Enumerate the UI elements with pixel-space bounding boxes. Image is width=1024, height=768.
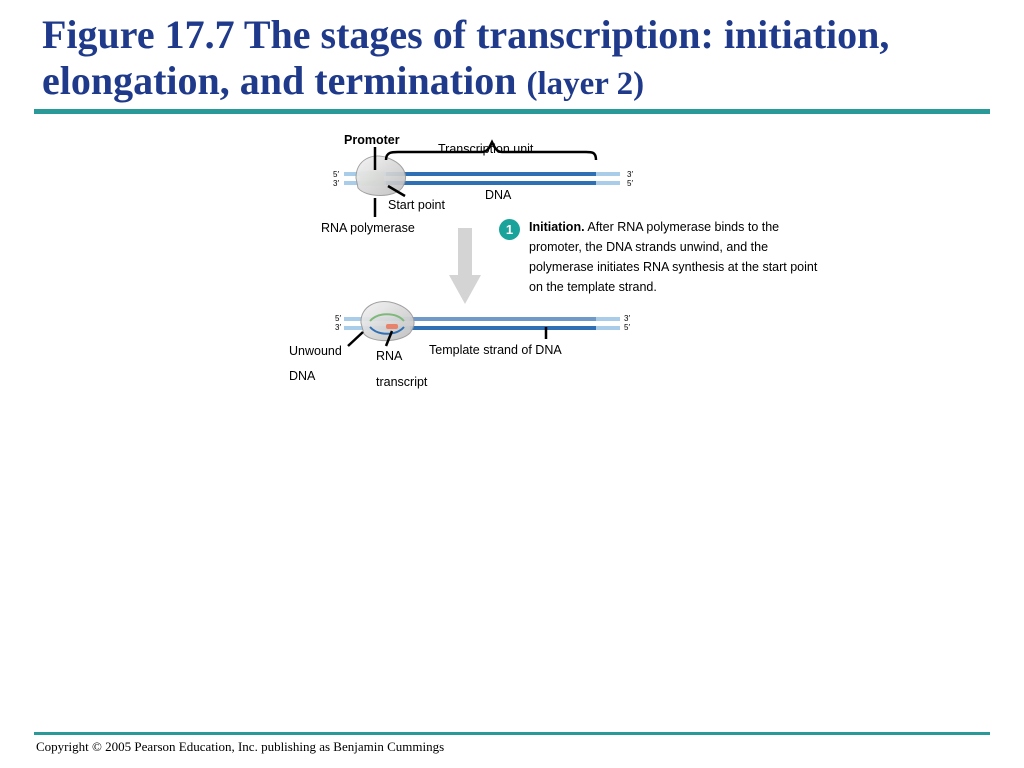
slide-title: Figure 17.7 The stages of transcription:… (42, 12, 1002, 107)
bottom-strand-upper (410, 317, 596, 321)
promoter-label: Promoter (344, 133, 400, 147)
top-right-5-label: 5′ (627, 179, 633, 188)
bottom-strand-lower (410, 326, 596, 330)
bottom-left-5-label: 5′ (335, 314, 341, 323)
top-strand-upper (386, 172, 596, 176)
dna-label: DNA (485, 188, 512, 202)
copyright-footer: Copyright © 2005 Pearson Education, Inc.… (36, 739, 445, 754)
step-description: Initiation. After RNA polymerase binds t… (529, 217, 829, 297)
bottom-dna-panel: Unwound DNA RNA transcript Template stra… (289, 301, 630, 389)
top-dna-panel: Promoter Transcription unit DNA Start po… (321, 133, 633, 235)
title-main: Figure 17.7 The stages of transcription:… (42, 12, 890, 103)
top-left-3-label: 3′ (333, 179, 339, 188)
top-strand-upper-end (596, 172, 620, 176)
top-rule (34, 109, 990, 114)
top-strand-lower-end (596, 181, 620, 185)
bottom-rule (34, 732, 990, 735)
top-strand-lower (386, 181, 596, 185)
transcription-unit-bracket (384, 139, 598, 161)
start-point-label: Start point (388, 198, 446, 212)
top-right-3-label: 3′ (627, 170, 633, 179)
bottom-right-3-label: 3′ (624, 314, 630, 323)
unwound-dna-pointer (347, 331, 364, 347)
transcription-unit-label: Transcription unit (438, 142, 534, 156)
unwound-dna-label-line2: DNA (289, 369, 316, 383)
step-number-badge: 1 (499, 219, 520, 240)
template-strand-label: Template strand of DNA (429, 343, 562, 357)
step-arrow-head (449, 275, 481, 304)
rna-polymerase-top (355, 155, 406, 196)
title-sub: (layer 2) (526, 66, 645, 102)
bubble-upper-strand (369, 313, 405, 322)
step-body: After RNA polymerase binds to the promot… (529, 220, 818, 294)
bottom-right-5-label: 5′ (624, 323, 630, 332)
step-arrow-shaft (458, 228, 472, 276)
step-arrow (449, 228, 481, 304)
rna-transcript-pointer (384, 330, 394, 347)
unwound-dna-label-line1: Unwound (289, 344, 342, 358)
start-point-pointer (387, 184, 406, 198)
rna-polymerase-label: RNA polymerase (321, 221, 415, 235)
step-heading: Initiation. (529, 220, 585, 234)
top-left-5-label: 5′ (333, 170, 339, 179)
bottom-left-3-label: 3′ (335, 323, 341, 332)
rna-transcript-shape (386, 324, 398, 329)
rna-transcript-label-line1: RNA (376, 349, 403, 363)
bubble-lower-strand (369, 326, 405, 335)
rna-polymerase-bottom (360, 301, 415, 342)
rna-transcript-label-line2: transcript (376, 375, 428, 389)
